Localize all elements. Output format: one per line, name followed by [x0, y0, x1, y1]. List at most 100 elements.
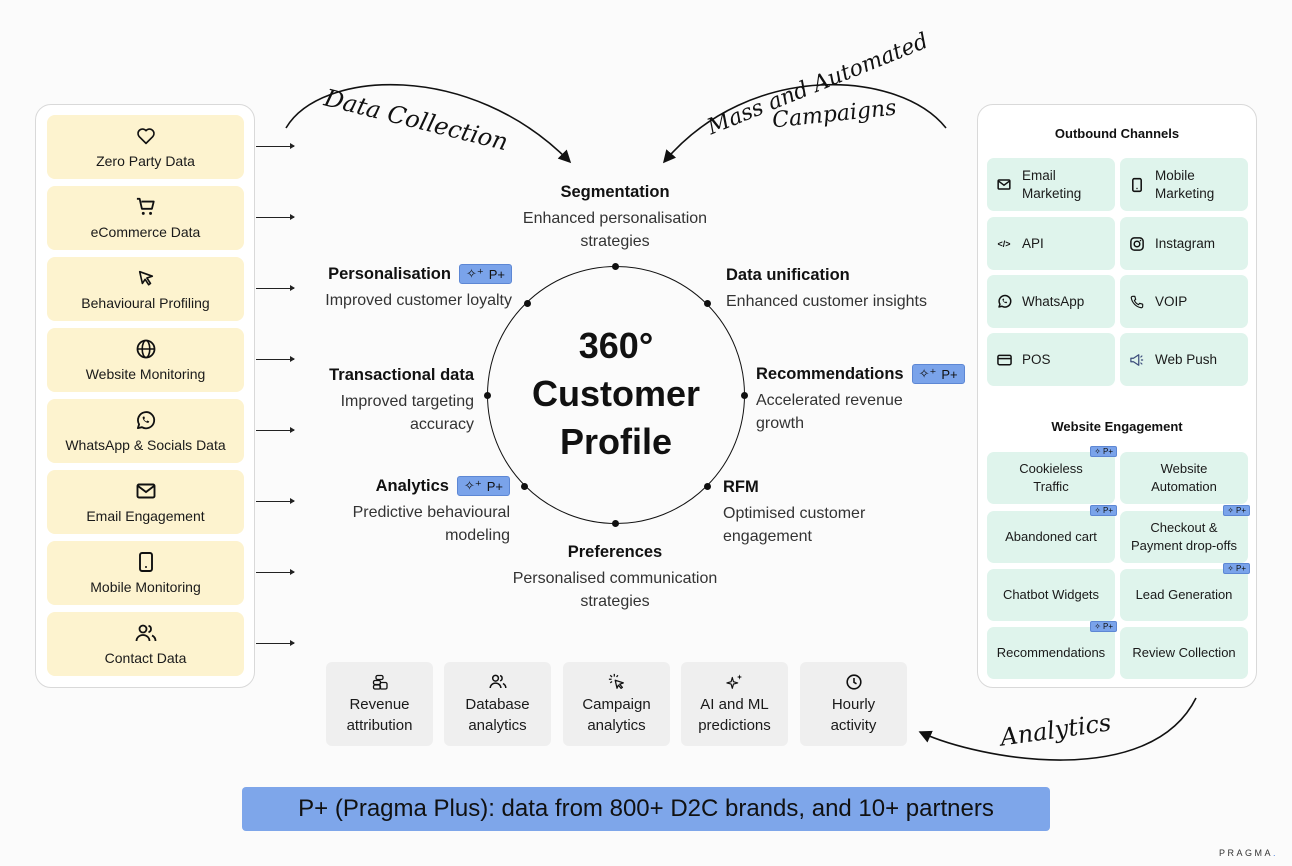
- users-icon: [135, 622, 157, 644]
- source-label: Email Engagement: [86, 508, 205, 524]
- source-email-engagement[interactable]: Email Engagement: [47, 470, 244, 534]
- sparkle-icon: [725, 673, 744, 691]
- sparkle-icon: ✧: [1227, 564, 1234, 573]
- globe-icon: [135, 338, 157, 360]
- sparkle-icon: ✧⁺: [918, 366, 937, 381]
- coins-icon: [372, 673, 388, 691]
- circle-node: [704, 483, 711, 490]
- source-behavioural-profiling[interactable]: Behavioural Profiling: [47, 257, 244, 321]
- center-title-line: 360°: [578, 325, 654, 366]
- analytics-arrow: [918, 697, 1197, 761]
- channel-label: Instagram: [1155, 235, 1216, 251]
- channel-web-push[interactable]: Web Push: [1120, 333, 1248, 386]
- click-icon: [608, 673, 626, 691]
- channel-label: Web Push: [1155, 351, 1218, 367]
- engagement-recommendations[interactable]: ✧P+ Recommendations: [987, 621, 1117, 679]
- circle-node: [612, 263, 619, 270]
- sparkle-icon: ✧: [1094, 506, 1101, 515]
- source-arrow: [256, 285, 295, 291]
- instagram-icon: [1129, 236, 1145, 251]
- pragma-plus-banner: P+ (Pragma Plus): data from 800+ D2C bra…: [242, 787, 1050, 831]
- data-sources-panel: Zero Party Data eCommerce Data Behaviour…: [35, 104, 255, 688]
- channel-pos[interactable]: POS: [987, 333, 1115, 386]
- website-engagement-title: Website Engagement: [1051, 419, 1183, 434]
- feature-title: Segmentation: [560, 183, 670, 201]
- channel-label: POS: [1022, 351, 1051, 367]
- engagement-lead-generation[interactable]: ✧P+ Lead Generation: [1120, 563, 1250, 621]
- sparkle-icon: ✧⁺: [463, 478, 482, 493]
- channel-label: VOIP: [1155, 293, 1188, 309]
- heart-icon: [135, 125, 157, 147]
- cart-icon: [135, 196, 157, 218]
- engagement-abandoned-cart[interactable]: ✧P+ Abandoned cart: [987, 505, 1117, 563]
- card-icon: [996, 354, 1012, 366]
- cursor-icon: [135, 267, 157, 289]
- engagement-checkout-payment-dropoffs[interactable]: ✧P+ Checkout &Payment drop-offs: [1120, 505, 1250, 563]
- source-whatsapp-socials-data[interactable]: WhatsApp & Socials Data: [47, 399, 244, 463]
- source-ecommerce-data[interactable]: eCommerce Data: [47, 186, 244, 250]
- pplus-badge: ✧P+: [1090, 505, 1117, 516]
- feature-desc: Improved customer loyalty: [325, 292, 512, 309]
- engagement-chatbot-widgets[interactable]: Chatbot Widgets: [987, 569, 1115, 621]
- brand-logo: PRAGMA.: [1218, 848, 1278, 858]
- source-arrow: [256, 427, 295, 433]
- users-icon: [488, 673, 507, 691]
- source-arrow: [256, 356, 295, 362]
- source-arrow: [256, 498, 295, 504]
- megaphone-icon: [1129, 353, 1145, 367]
- data-collection-arrow: [285, 83, 572, 164]
- source-mobile-monitoring[interactable]: Mobile Monitoring: [47, 541, 244, 605]
- feature-recommendations: Recommendations ✧⁺P+ Accelerated revenue…: [756, 364, 966, 435]
- channel-instagram[interactable]: Instagram: [1120, 217, 1248, 270]
- phone-call-icon: [1129, 295, 1145, 309]
- feature-title: Analytics ✧⁺P+: [300, 476, 510, 496]
- source-contact-data[interactable]: Contact Data: [47, 612, 244, 676]
- channel-api[interactable]: </> API: [987, 217, 1115, 270]
- source-label: Behavioural Profiling: [81, 295, 210, 311]
- engagement-label: Checkout &Payment drop-offs: [1131, 520, 1237, 553]
- campaigns-arrow: [662, 83, 947, 164]
- whatsapp-icon: [996, 294, 1012, 309]
- pplus-badge: ✧P+: [1090, 446, 1117, 457]
- feature-desc: Enhanced customer insights: [726, 293, 927, 310]
- pplus-badge: ✧P+: [1090, 621, 1117, 632]
- circle-node: [484, 392, 491, 399]
- feature-title: Transactional data: [329, 366, 474, 384]
- source-arrow: [256, 640, 295, 646]
- engagement-label: Chatbot Widgets: [1002, 587, 1100, 602]
- source-arrow: [256, 569, 295, 575]
- clock-icon: [845, 673, 862, 691]
- source-website-monitoring[interactable]: Website Monitoring: [47, 328, 244, 392]
- source-arrow: [256, 143, 295, 149]
- outbound-channels-title: Outbound Channels: [1054, 126, 1180, 141]
- channel-voip[interactable]: VOIP: [1120, 275, 1248, 328]
- sparkle-icon: ✧: [1227, 506, 1234, 515]
- mail-icon: [135, 480, 157, 502]
- engagement-review-collection[interactable]: Review Collection: [1120, 627, 1248, 679]
- circle-node: [741, 392, 748, 399]
- center-title-line: Profile: [559, 421, 673, 462]
- channel-whatsapp[interactable]: WhatsApp: [987, 275, 1115, 328]
- source-zero-party-data[interactable]: Zero Party Data: [47, 115, 244, 179]
